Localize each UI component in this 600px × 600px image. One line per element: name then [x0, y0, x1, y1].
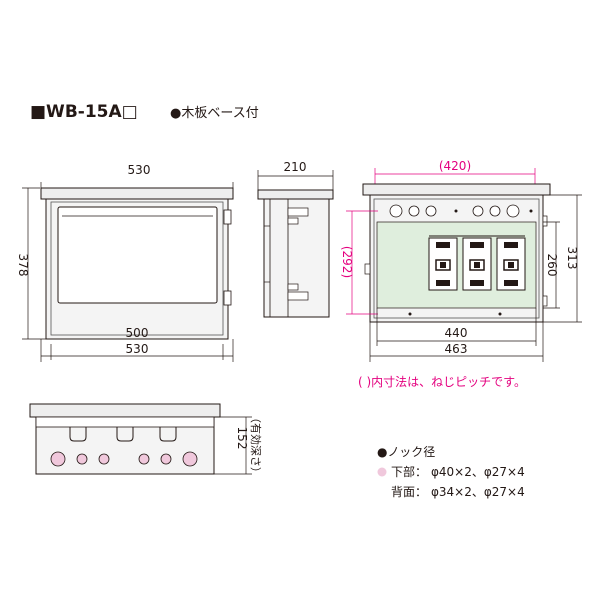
back-label: 背面： — [391, 485, 427, 499]
knockout-27 — [76, 453, 88, 465]
bottom-depth: 152 — [235, 427, 249, 450]
bottom-values: φ40×2、φ27×4 — [431, 465, 525, 479]
knockout-27 — [160, 453, 172, 465]
front-view: 530 378 500 530 — [16, 163, 234, 362]
inside-outer-height: 313 — [565, 247, 579, 270]
pitch-note: ( )内寸法は、ねじピッチです。 — [358, 375, 526, 389]
front-top-width: 530 — [128, 163, 151, 177]
bottom-depth-note: （有効深さ） — [249, 412, 263, 478]
breaker — [496, 237, 526, 291]
inside-left-pitch: (292) — [340, 246, 354, 278]
bottom-marker — [377, 467, 387, 477]
feature-label: ●木板ベース付 — [170, 106, 259, 121]
front-inner-width: 500 — [126, 326, 149, 340]
side-view: 210 — [257, 160, 334, 318]
inside-inner-width: 440 — [445, 326, 468, 340]
knock-notes: ●ノック径 下部： φ40×2、φ27×4 背面： φ34×2、φ27×4 — [377, 445, 525, 499]
knockout-40 — [182, 451, 198, 467]
side-depth: 210 — [284, 160, 307, 174]
knockout-27 — [98, 453, 110, 465]
front-outer-width: 530 — [126, 342, 149, 356]
front-height: 378 — [16, 254, 30, 277]
inside-top-pitch: (420) — [439, 159, 471, 173]
bottom-label: 下部： — [391, 464, 427, 479]
back-values: φ34×2、φ27×4 — [431, 485, 525, 499]
front-lid — [40, 187, 234, 200]
inside-outer-width: 463 — [445, 342, 468, 356]
knockout-27 — [138, 453, 150, 465]
breaker — [428, 237, 458, 291]
knock-title: ●ノック径 — [377, 445, 435, 459]
front-window — [57, 206, 218, 304]
inside-inner-height: 260 — [545, 254, 559, 277]
model-title: ■WB-15A□ — [30, 102, 138, 122]
inside-view: (420) — [340, 159, 582, 362]
knockout-40 — [50, 451, 66, 467]
breaker — [462, 237, 492, 291]
bottom-view: 152 （有効深さ） — [29, 403, 263, 478]
